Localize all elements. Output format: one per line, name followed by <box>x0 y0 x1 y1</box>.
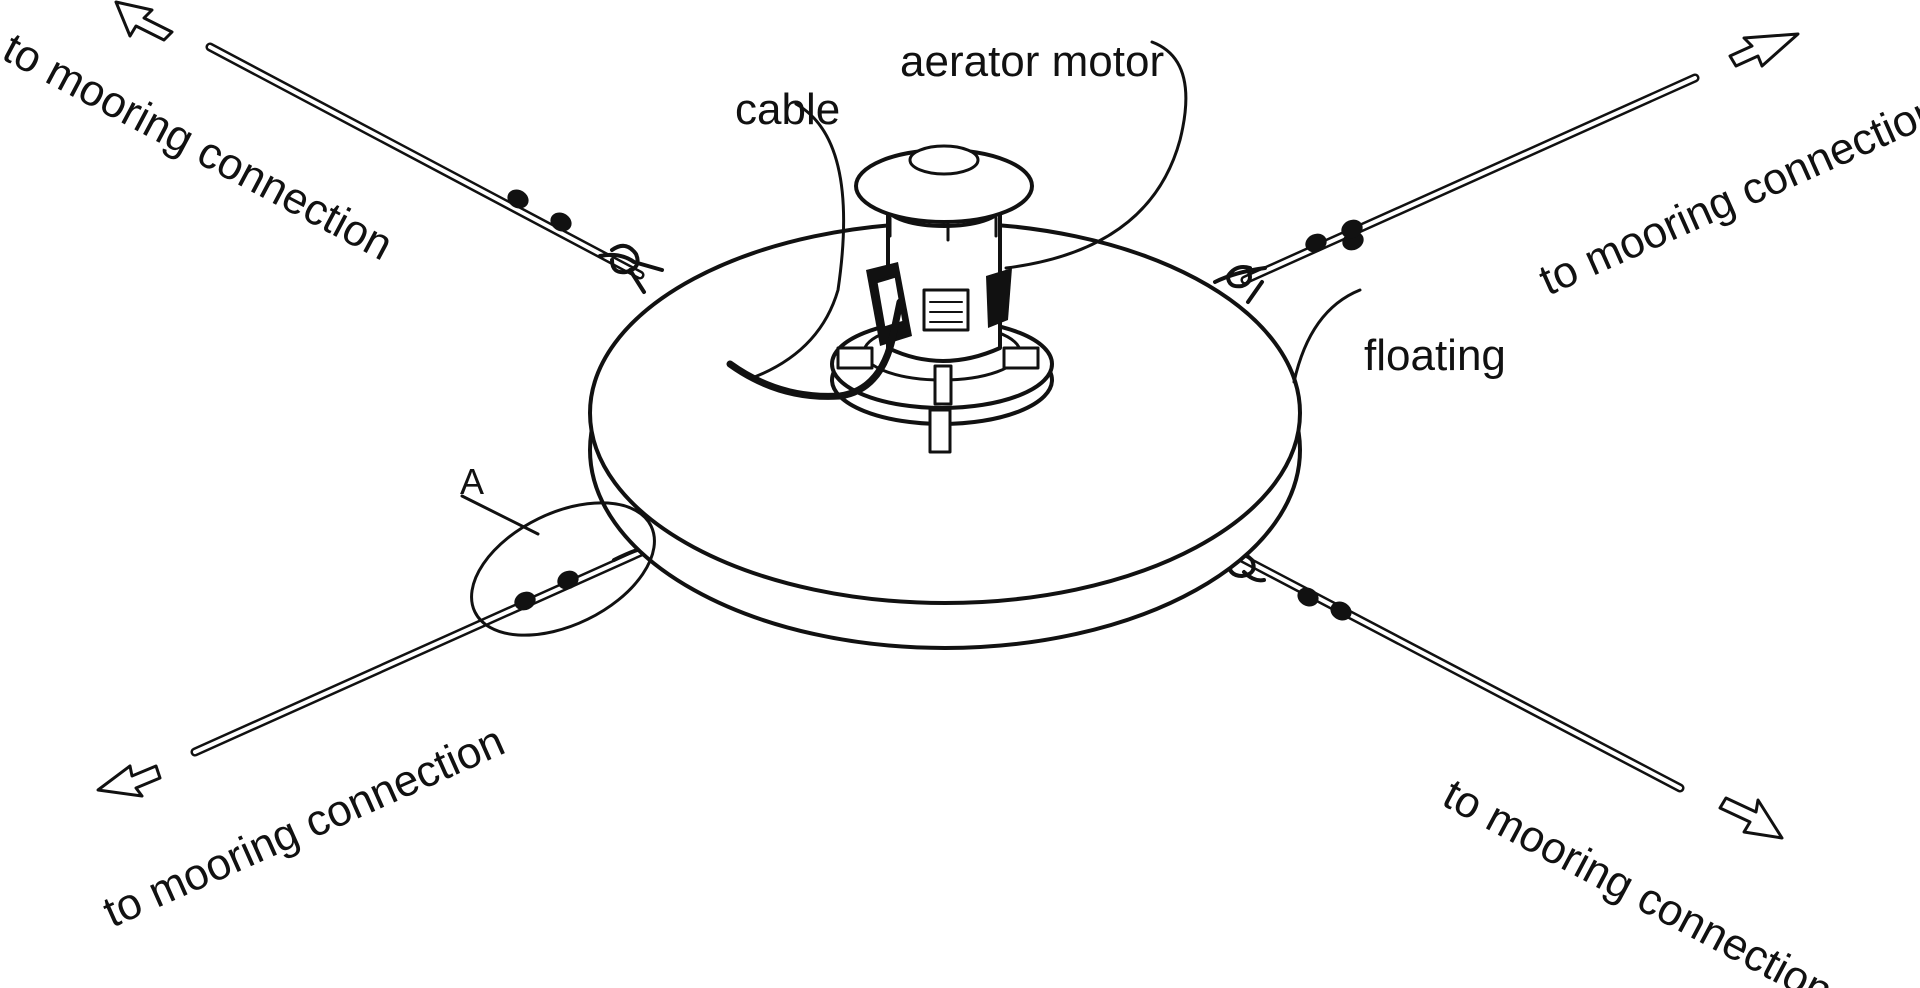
label-mooring-top-right: to mooring connection <box>1532 84 1920 305</box>
mooring-line-bottom-left <box>190 528 686 757</box>
detail-a-highlight <box>460 494 656 637</box>
arrow-top-right <box>1728 32 1800 68</box>
mooring-line-top-right <box>1213 73 1700 304</box>
label-cable: cable <box>735 85 840 134</box>
rope-clip <box>1305 233 1327 253</box>
rope-clip <box>1341 219 1363 239</box>
cable <box>726 298 904 400</box>
label-mooring-bottom-right: to mooring connection <box>1435 770 1840 988</box>
label-mooring-bottom-left: to mooring connection <box>96 716 511 937</box>
label-aerator-motor: aerator motor <box>900 37 1164 86</box>
leader-lines <box>750 40 1362 384</box>
rope-clip <box>507 189 529 209</box>
rope-clip <box>1297 587 1319 607</box>
rope-clip <box>557 570 579 590</box>
arrow-top-left <box>114 0 174 42</box>
rope-clip <box>514 591 536 611</box>
mooring-line-top-left <box>205 42 664 294</box>
arrow-bottom-right <box>1718 796 1784 840</box>
rope-clip <box>550 212 572 232</box>
aerator-motor-assembly <box>830 144 1054 454</box>
mooring-line-bottom-right <box>1198 551 1685 793</box>
label-mooring-top-left: to mooring connection <box>0 24 401 271</box>
arrow-bottom-left <box>96 764 162 798</box>
label-floating: floating <box>1364 331 1506 380</box>
label-detail-a: A <box>460 461 484 502</box>
rope-clip <box>1330 601 1352 621</box>
